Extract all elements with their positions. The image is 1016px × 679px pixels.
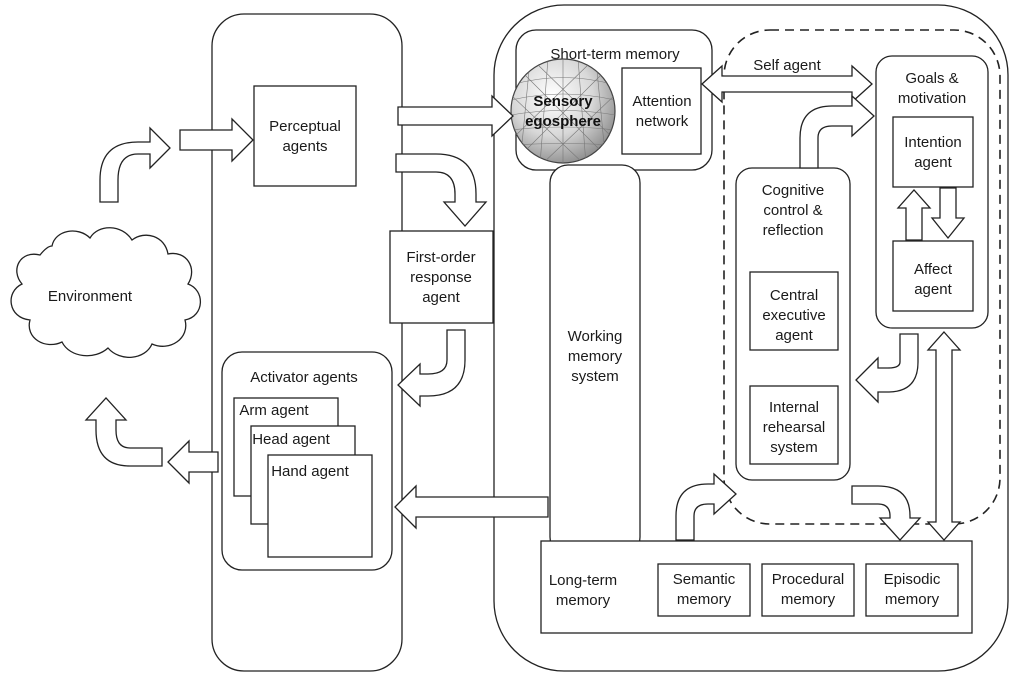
internal-label-1: Internal	[769, 399, 819, 416]
affect-agent-box	[892, 240, 974, 312]
semantic-memory-box	[657, 563, 751, 617]
intention-label-2: agent	[914, 154, 952, 171]
internal-rehearsal-box	[749, 385, 839, 465]
perceptual-to-firstorder-arrow	[395, 153, 488, 227]
intention-agent-box	[892, 116, 974, 188]
cognitive-label-2: control &	[763, 202, 822, 219]
first-order-label-1: First-order	[406, 249, 475, 266]
head-agent-label: Head agent	[252, 431, 330, 448]
to-environment-bent-arrow	[84, 397, 163, 467]
perceptual-agents-box: Perceptual agents	[253, 85, 357, 187]
first-order-label-3: agent	[422, 289, 460, 306]
short-term-label: Short-term memory	[550, 46, 680, 63]
env-to-perceptual-bent-arrow	[99, 126, 171, 203]
working-label-3: system	[571, 368, 619, 385]
attention-label-1: Attention	[632, 93, 691, 110]
first-order-response-box: First-order response agent	[389, 230, 494, 324]
internal-label-3: system	[770, 439, 818, 456]
environment-label: Environment	[48, 288, 133, 305]
central-executive-box	[749, 271, 839, 351]
self-agent-boundary	[723, 29, 1001, 525]
sensory-egosphere: Sensory egosphere	[510, 58, 616, 164]
workingmem-to-activator-arrow	[394, 484, 549, 530]
semantic-label-2: memory	[677, 591, 732, 608]
working-label-1: Working	[568, 328, 623, 345]
attention-network-box	[621, 67, 702, 155]
goals-label-2: motivation	[898, 90, 966, 107]
semantic-label-1: Semantic	[673, 571, 736, 588]
episodic-memory-box	[865, 563, 959, 617]
first-order-label-2: response	[410, 269, 472, 286]
activator-agents-box: Activator agents Arm agent Head agent Ha…	[221, 351, 393, 571]
working-to-cognitive-arrow	[675, 472, 737, 541]
central-label-1: Central	[770, 287, 818, 304]
geodesic-mesh	[511, 59, 615, 163]
intention-to-affect-arrow	[930, 187, 966, 240]
cognitive-to-goals-arrow	[799, 94, 875, 169]
goals-motivation-box: Goals & motivation Intention agent Affec…	[875, 55, 989, 329]
self-agent-label: Self agent	[753, 57, 821, 74]
affect-to-intention-arrow	[896, 189, 932, 241]
procedural-label-1: Procedural	[772, 571, 845, 588]
firstorder-to-activator-arrow	[397, 329, 466, 408]
perceptual-to-sensory-arrow	[397, 94, 514, 138]
perceptual-label-2: agents	[282, 138, 327, 155]
goals-label-1: Goals &	[905, 70, 958, 87]
environment-cloud: Environment	[10, 227, 201, 358]
activator-label: Activator agents	[250, 369, 358, 386]
sensory-label-2: egosphere	[525, 113, 601, 130]
episodic-label-1: Episodic	[884, 571, 941, 588]
cognitive-label-3: reflection	[763, 222, 824, 239]
long-term-memory-box: Long-term memory Semantic memory Procedu…	[540, 540, 973, 634]
affect-label-1: Affect	[914, 261, 953, 278]
sensory-label-1: Sensory	[533, 93, 593, 110]
central-label-2: executive	[762, 307, 825, 324]
goals-to-cognitive-arrow	[855, 333, 919, 404]
long-term-label-2: memory	[556, 592, 611, 609]
procedural-memory-box	[761, 563, 855, 617]
attention-label-2: network	[636, 113, 689, 130]
procedural-label-2: memory	[781, 591, 836, 608]
long-term-label-1: Long-term	[549, 572, 617, 589]
to-perceptual-arrow	[179, 117, 254, 163]
working-label-2: memory	[568, 348, 623, 365]
activator-to-env-arrow	[167, 439, 219, 485]
working-memory-box: Working memory system	[549, 164, 641, 556]
intention-label-1: Intention	[904, 134, 962, 151]
episodic-label-2: memory	[885, 591, 940, 608]
affect-label-2: agent	[914, 281, 952, 298]
arm-agent-label: Arm agent	[239, 402, 309, 419]
cognitive-control-box: Cognitive control & reflection Central e…	[735, 167, 851, 481]
hand-agent-label: Hand agent	[271, 463, 349, 480]
goals-longterm-double-arrow	[926, 331, 962, 541]
cognitive-to-longterm-arrow	[851, 485, 922, 541]
hand-agent-card	[267, 454, 373, 558]
perceptual-label-1: Perceptual	[269, 118, 341, 135]
cognitive-label-1: Cognitive	[762, 182, 825, 199]
internal-label-2: rehearsal	[763, 419, 826, 436]
self-agent-double-arrow	[701, 64, 873, 104]
central-label-3: agent	[775, 327, 813, 344]
